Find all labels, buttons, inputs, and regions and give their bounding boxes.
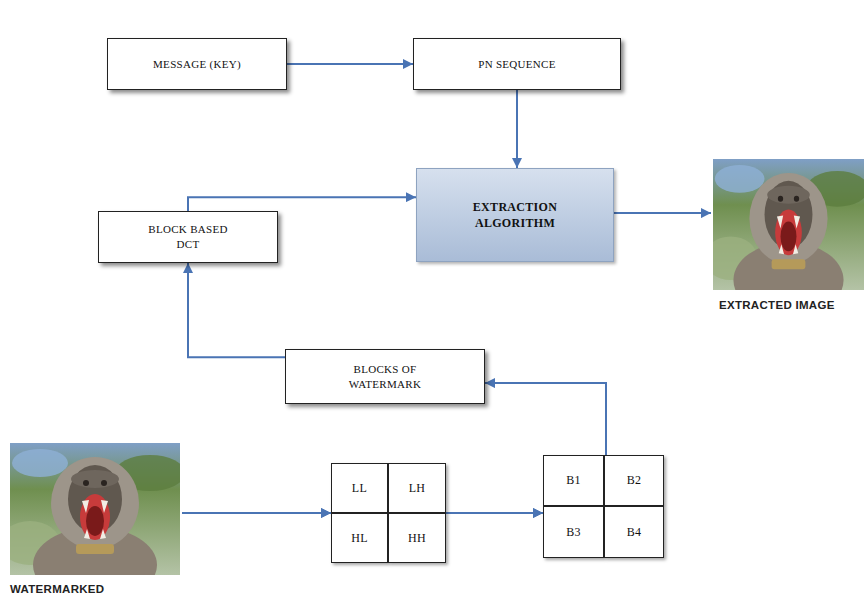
node-label: HL: [351, 530, 368, 546]
flow-arrow: [446, 512, 543, 514]
block-cell: B3: [543, 506, 604, 558]
subband-cell: LH: [388, 463, 446, 513]
algorithm-box: EXTRACTION ALGORITHM: [416, 168, 614, 262]
extracted-picture: [704, 159, 868, 318]
flow-arrow: [516, 90, 518, 168]
subband-cell: HL: [331, 513, 388, 563]
node-label: LH: [409, 480, 426, 496]
node-label: BLOCKS OF WATERMARK: [345, 362, 425, 392]
node-label: EXTRACTION ALGORITHM: [455, 199, 575, 231]
block-cell: B2: [604, 455, 664, 506]
flow-arrow: [182, 512, 331, 514]
node-label: LL: [352, 480, 367, 496]
node-label: EXTRACTED IMAGE: [719, 298, 835, 314]
node-label: WATERMARKED: [10, 582, 104, 598]
process-box: BLOCKS OF WATERMARK: [285, 349, 485, 404]
node-label: MESSAGE (KEY): [153, 57, 241, 72]
flow-arrow: [188, 263, 285, 357]
flow-arrow: [287, 63, 413, 65]
image-frame: EXTRACTED IMAGE: [711, 157, 866, 317]
node-label: B2: [627, 472, 642, 488]
block-cell: B1: [543, 455, 604, 506]
process-box: BLOCK BASED DCT: [98, 211, 278, 263]
subband-cell: LL: [331, 463, 388, 513]
node-label: B4: [627, 524, 642, 540]
flow-arrow: [188, 197, 416, 211]
node-label: HH: [408, 530, 426, 546]
flow-arrow: [614, 212, 711, 214]
node-label: B3: [566, 524, 581, 540]
node-label: PN SEQUENCE: [478, 57, 556, 72]
process-box: PN SEQUENCE: [413, 38, 621, 90]
watermarked-picture: [0, 443, 185, 603]
flow-arrow: [446, 512, 543, 514]
process-box: MESSAGE (KEY): [107, 38, 287, 90]
flow-arrow: [182, 512, 331, 514]
image-frame: WATERMARKED: [8, 441, 182, 601]
block-cell: B4: [604, 506, 664, 558]
subband-cell: HH: [388, 513, 446, 563]
flow-arrow: [485, 383, 606, 455]
node-label: BLOCK BASED DCT: [143, 222, 233, 252]
node-label: B1: [566, 472, 581, 488]
